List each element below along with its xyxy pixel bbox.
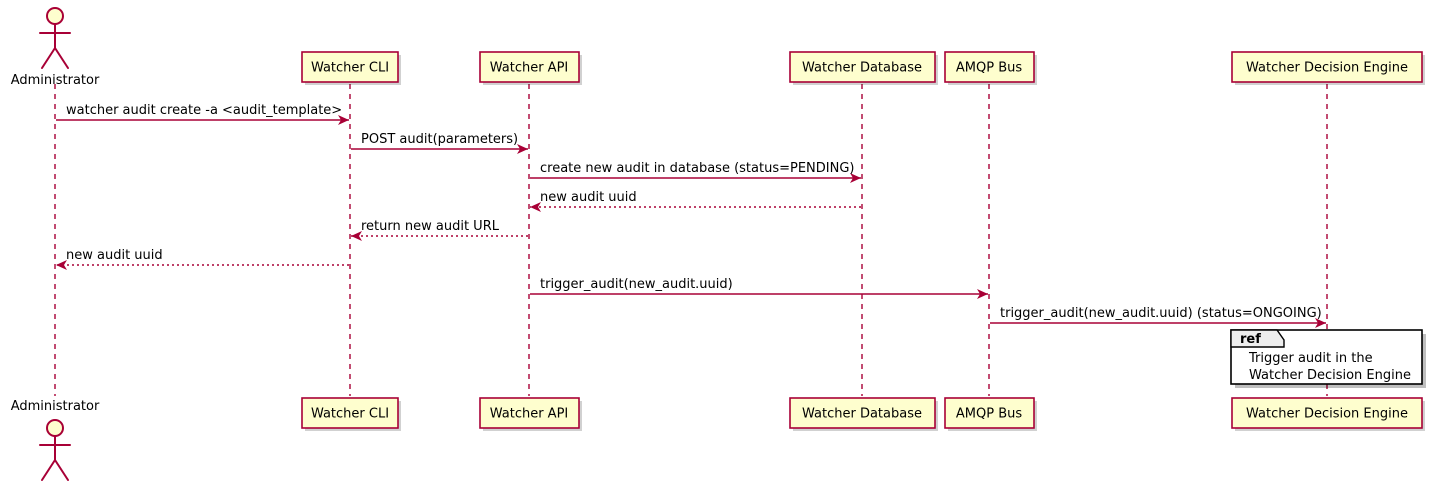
actor-leg-right-admin [54, 47, 69, 69]
ref-tab-label: ref [1240, 332, 1261, 347]
participant-box-wde[interactable] [1231, 51, 1423, 83]
actor-head-admin [46, 419, 64, 437]
actor-admin[interactable]: Administrator [11, 7, 100, 88]
message-label-5: return new audit URL [361, 219, 500, 234]
participant-label-db: Watcher Database [802, 61, 922, 76]
participant-label-api: Watcher API [490, 61, 569, 76]
participant-label-cli: Watcher CLI [311, 407, 389, 422]
participant-box-db[interactable] [789, 397, 936, 429]
ref-tab [1230, 329, 1285, 348]
message-arrowhead-3 [850, 173, 861, 183]
participant-box-amqp[interactable] [944, 51, 1035, 83]
participant-amqp[interactable]: AMQP Bus [944, 397, 1037, 431]
message-arrowhead-4 [530, 202, 541, 212]
participant-cli[interactable]: Watcher CLI [301, 397, 401, 431]
participant-wde[interactable]: Watcher Decision Engine [1231, 397, 1425, 431]
participant-box-api[interactable] [479, 51, 580, 83]
message-label-8: trigger_audit(new_audit.uuid) (status=ON… [1000, 306, 1322, 321]
participant-db[interactable]: Watcher Database [789, 397, 938, 431]
participant-box-wde[interactable] [1231, 397, 1423, 429]
messages-group: watcher audit create -a <audit_template>… [56, 103, 1326, 328]
message-arrowhead-8 [1315, 318, 1326, 328]
participant-label-db: Watcher Database [802, 407, 922, 422]
actor-leg-left-admin [41, 47, 56, 69]
participant-label-wde: Watcher Decision Engine [1246, 61, 1408, 76]
message-arrowhead-2 [517, 144, 528, 154]
participant-api[interactable]: Watcher API [479, 397, 582, 431]
participant-label-wde: Watcher Decision Engine [1246, 407, 1408, 422]
message-arrowhead-1 [338, 115, 349, 125]
message-4: new audit uuid [530, 190, 861, 212]
participant-db[interactable]: Watcher Database [789, 51, 938, 85]
message-label-6: new audit uuid [66, 248, 163, 263]
ref-text-line-1: Trigger audit in the [1248, 351, 1373, 366]
actor-admin[interactable]: Administrator [11, 399, 100, 481]
ref-text-line-2: Watcher Decision Engine [1249, 368, 1411, 383]
actor-head-admin [46, 7, 64, 25]
participant-label-amqp: AMQP Bus [956, 61, 1022, 76]
participant-label-amqp: AMQP Bus [956, 407, 1022, 422]
message-1: watcher audit create -a <audit_template> [56, 103, 349, 125]
message-arrowhead-7 [977, 289, 988, 299]
participant-box-cli[interactable] [301, 397, 399, 429]
message-arrowhead-5 [351, 231, 362, 241]
message-8: trigger_audit(new_audit.uuid) (status=ON… [990, 306, 1326, 328]
participant-box-api[interactable] [479, 397, 580, 429]
actor-leg-left-admin [41, 459, 56, 481]
participant-api[interactable]: Watcher API [479, 51, 582, 85]
participant-box-amqp[interactable] [944, 397, 1035, 429]
participants-group: Watcher CLI Watcher CLI Watcher API Watcher… [11, 7, 1425, 481]
message-2: POST audit(parameters) [351, 132, 528, 154]
actor-label-admin: Administrator [11, 73, 100, 88]
message-6: new audit uuid [56, 248, 349, 270]
lifelines-group [54, 84, 1328, 396]
message-label-4: new audit uuid [540, 190, 637, 205]
message-label-3: create new audit in database (status=PEN… [540, 161, 855, 176]
message-7: trigger_audit(new_audit.uuid) [530, 277, 988, 299]
participant-box-db[interactable] [789, 51, 936, 83]
message-label-1: watcher audit create -a <audit_template> [66, 103, 342, 118]
participant-label-cli: Watcher CLI [311, 61, 389, 76]
message-5: return new audit URL [351, 219, 528, 241]
participant-cli[interactable]: Watcher CLI [301, 51, 401, 85]
message-label-7: trigger_audit(new_audit.uuid) [540, 277, 733, 292]
participant-amqp[interactable]: AMQP Bus [944, 51, 1037, 85]
participant-box-cli[interactable] [301, 51, 399, 83]
participant-label-api: Watcher API [490, 407, 569, 422]
actor-leg-right-admin [54, 459, 69, 481]
message-3: create new audit in database (status=PEN… [530, 161, 861, 183]
actor-label-admin: Administrator [11, 399, 100, 414]
message-arrowhead-6 [56, 260, 67, 270]
participant-wde[interactable]: Watcher Decision Engine [1231, 51, 1425, 85]
message-label-2: POST audit(parameters) [361, 132, 518, 147]
